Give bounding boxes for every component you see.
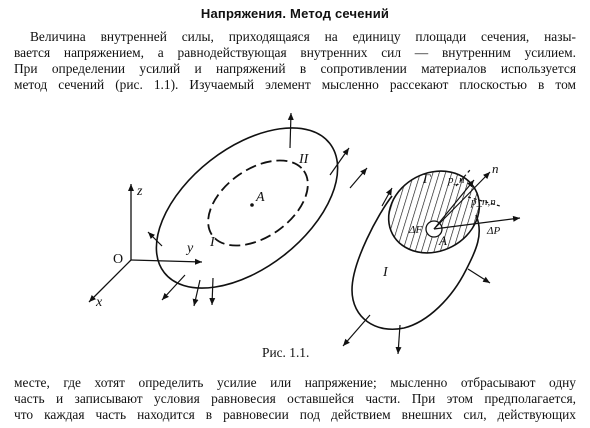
area-label: ΔF [408, 224, 422, 236]
right-force-arrows [342, 169, 521, 355]
section-dashed-ellipse [207, 159, 309, 247]
left-force-arrows [147, 112, 368, 307]
stress-arrow [433, 179, 475, 230]
paragraph-bottom-line: часть и записывают условия равновесия ос… [14, 391, 576, 406]
x-axis [88, 259, 132, 303]
section-contour-label: Γ [422, 171, 431, 186]
section-heading: Напряжения. Метод сечений [200, 6, 390, 21]
paragraph-bottom-line: что каждая часть находится в равновесии … [14, 407, 576, 422]
figure-caption: Рис. 1.1. [262, 345, 310, 360]
force-increment-label: ΔP [486, 225, 500, 237]
paragraph-top-line: вается напряжением, а равнодействующая в… [14, 45, 576, 60]
left-body-outline [155, 127, 339, 289]
stress-component-label: p_n,n [470, 196, 496, 208]
paragraph-top-line: При определении усилий и напряжений в со… [14, 61, 576, 76]
axis-y-label: y [185, 241, 194, 256]
origin-label: O [113, 252, 123, 267]
part-two-label: II [298, 152, 310, 167]
axis-z-label: z [136, 184, 143, 199]
paragraph-top-line: метод сечений (рис. 1.1). Изучаемый элем… [14, 77, 576, 92]
coordinate-axes [88, 184, 203, 303]
point-a-label: A [255, 190, 265, 205]
left-body [155, 127, 339, 289]
right-part-one-label: I [382, 265, 389, 280]
axis-x-label: x [95, 295, 103, 310]
stress-resultant-label: p_n [447, 174, 465, 186]
hatched-section [387, 170, 481, 254]
normal-arrow [433, 171, 491, 230]
force-increment-arrow [433, 215, 521, 230]
part-one-label: I [209, 235, 216, 250]
paragraph-bottom-line: месте, где хотят определить усилие или н… [14, 375, 576, 390]
y-axis [130, 258, 203, 265]
point-a-dot [250, 203, 254, 207]
paragraph-top-line: Величина внутренней силы, приходящаяся н… [30, 29, 576, 44]
normal-label: n [492, 161, 499, 176]
right-point-a-label: A [438, 233, 447, 248]
